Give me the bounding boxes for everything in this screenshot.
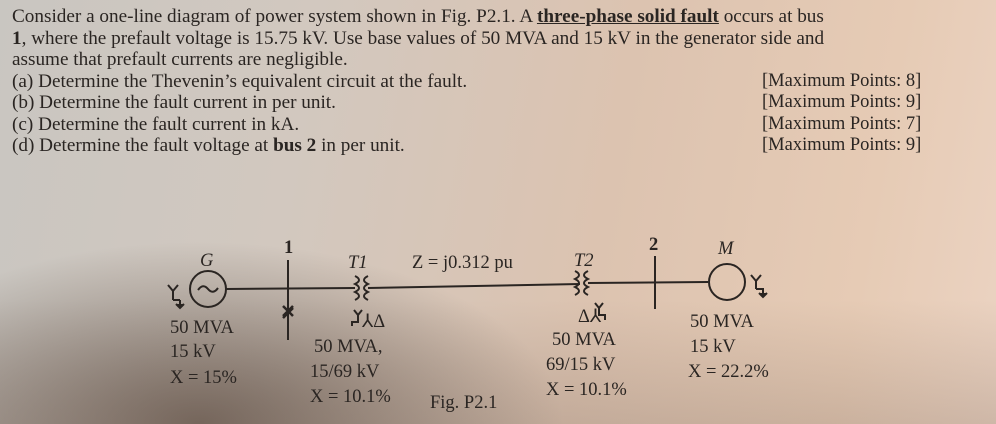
question-text-pre: (d) Determine the fault voltage at xyxy=(12,135,274,156)
question-list: (a) Determine the Thevenin’s equivalent … xyxy=(12,71,987,157)
transformer-t2-icon xyxy=(572,270,591,296)
fault-symbol-icon xyxy=(282,305,294,319)
points-label: [Maximum Points: 9] xyxy=(762,135,922,155)
generator-voltage: 15 kV xyxy=(170,342,216,362)
fault-type-emphasis: three-phase solid fault xyxy=(536,6,719,27)
t2-reactance: X = 10.1% xyxy=(546,380,627,400)
question-text: (c) Determine the fault current in kA. xyxy=(12,113,300,135)
question-text: (a) Determine the Thevenin’s equivalent … xyxy=(12,70,468,92)
t2-rating: 50 MVA xyxy=(552,330,617,350)
points-label: [Maximum Points: 8] xyxy=(762,70,922,91)
transformer-t1-icon xyxy=(352,275,371,301)
question-text: (b) Determine the fault current in per u… xyxy=(12,92,336,113)
question-d: (d) Determine the fault voltage at bus 2… xyxy=(12,135,987,157)
motor-icon xyxy=(708,263,746,301)
motor-label: M xyxy=(717,239,735,259)
t1-voltage: 15/69 kV xyxy=(310,362,380,382)
t2-voltage: 69/15 kV xyxy=(546,355,616,375)
line-impedance-label: Z = j0.312 pu xyxy=(412,253,513,273)
t1-label: T1 xyxy=(348,253,368,273)
problem-statement: Consider a one-line diagram of power sys… xyxy=(12,6,987,157)
t2-connection-label: Δ⅄ xyxy=(578,307,602,327)
motor-wye-ground-icon xyxy=(750,274,768,299)
generator-wye-ground-icon xyxy=(167,284,185,310)
problem-intro: Consider a one-line diagram of power sys… xyxy=(12,6,987,71)
t1-connection-label: ⅄Δ xyxy=(362,312,385,332)
t1-rating: 50 MVA, xyxy=(314,337,383,357)
question-text-post: in per unit. xyxy=(316,135,405,156)
intro-text-3: , where the prefault voltage is 15.75 kV… xyxy=(21,27,825,49)
bus-1-label: 1 xyxy=(284,238,293,258)
bus-2-label: 2 xyxy=(649,235,658,255)
points-label: [Maximum Points: 9] xyxy=(762,92,922,112)
motor-rating: 50 MVA xyxy=(690,312,755,332)
figure-caption: Fig. P2.1 xyxy=(430,393,497,413)
motor-reactance: X = 22.2% xyxy=(688,362,769,382)
t1-reactance: X = 10.1% xyxy=(310,387,391,407)
question-text-bold: bus 2 xyxy=(273,135,317,156)
t2-label: T2 xyxy=(574,251,594,271)
question-text: (d) Determine the fault voltage at bus 2… xyxy=(12,135,405,157)
t2-wye-ground-icon xyxy=(594,302,606,320)
generator-rating: 50 MVA xyxy=(170,318,235,338)
question-c: (c) Determine the fault current in kA. [… xyxy=(12,114,987,136)
motor-voltage: 15 kV xyxy=(690,337,736,357)
intro-text-2: occurs at bus xyxy=(718,6,824,27)
generator-label: G xyxy=(200,251,213,271)
generator-reactance: X = 15% xyxy=(170,368,237,388)
bus-ref: 1 xyxy=(12,27,22,49)
intro-text-4: assume that prefault currents are neglig… xyxy=(12,49,348,70)
question-b: (b) Determine the fault current in per u… xyxy=(12,92,987,114)
t1-wye-ground-icon xyxy=(351,309,363,326)
intro-text-1: Consider a one-line diagram of power sys… xyxy=(12,6,537,27)
ac-sine-icon xyxy=(197,285,219,293)
question-a: (a) Determine the Thevenin’s equivalent … xyxy=(12,71,987,93)
points-label: [Maximum Points: 7] xyxy=(762,113,922,134)
